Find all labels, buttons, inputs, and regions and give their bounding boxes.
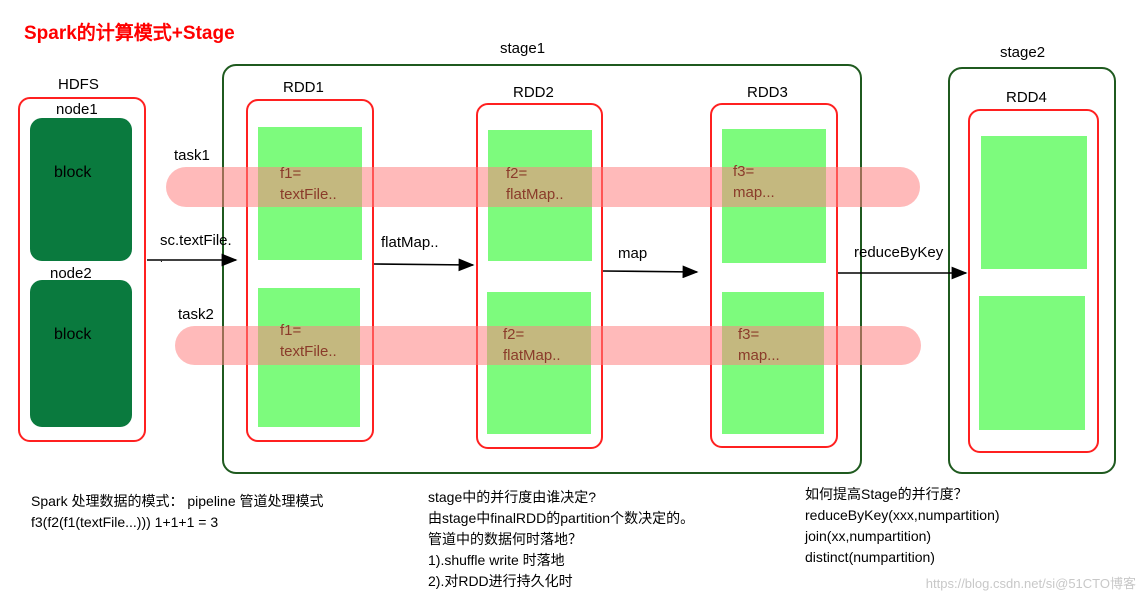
task2-f3-label: f3= map... <box>738 326 780 364</box>
reducebykey-edge-label: reduceByKey <box>854 244 944 261</box>
stage2-label: stage2 <box>1000 44 1046 61</box>
note-pipeline-formula: f3(f2(f1(textFile...))) 1+1+1 = 3 <box>31 514 219 530</box>
block-label: block <box>54 326 92 343</box>
rdd1-container <box>246 99 374 442</box>
note-parallelism-question: stage中的并行度由谁决定? <box>428 489 597 505</box>
stage1-container <box>222 64 862 474</box>
hdfs-block-node2: block <box>30 280 132 427</box>
textfile-edge-label: sc.textFile. <box>160 232 232 249</box>
task2-label: task2 <box>178 306 214 323</box>
rdd4-container <box>968 109 1099 453</box>
task1-f2-label: f2= flatMap.. <box>506 165 564 203</box>
note-persist-answer-1: 1).shuffle write 时落地 <box>428 552 565 568</box>
flatmap-edge-label: flatMap.. <box>381 234 439 251</box>
rdd2-label: RDD2 <box>513 84 554 101</box>
flatmap-arrow <box>373 258 475 272</box>
note-pipeline-mode: Spark 处理数据的模式： pipeline 管道处理模式 <box>31 493 324 509</box>
note-join: join(xx,numpartition) <box>805 528 932 544</box>
map-arrow <box>602 265 699 279</box>
rdd1-label: RDD1 <box>283 79 324 96</box>
watermark: https://blog.csdn.net/si@51CTO博客 <box>925 576 1136 591</box>
rdd4-label: RDD4 <box>1006 89 1047 106</box>
note-increase-parallelism: 如何提高Stage的并行度？ <box>805 486 968 502</box>
hdfs-container <box>18 97 146 442</box>
stage2-container <box>948 67 1116 474</box>
textfile-edge-dot: . <box>160 254 163 265</box>
note-distinct: distinct(numpartition) <box>805 549 935 565</box>
node2-label: node2 <box>50 265 92 282</box>
task2-pipeline-band <box>175 326 921 365</box>
rdd4-partition-1 <box>981 136 1087 269</box>
task1-f3-label: f3= map... <box>733 163 775 201</box>
node1-label: node1 <box>56 101 98 118</box>
rdd4-partition-2 <box>979 296 1085 430</box>
note-persist-answer-2: 2).对RDD进行持久化时 <box>428 573 573 589</box>
map-edge-label: map <box>618 245 648 262</box>
rdd3-label: RDD3 <box>747 84 788 101</box>
hdfs-block-node1: block <box>30 118 132 261</box>
task2-f1-label: f1= textFile.. <box>280 322 337 360</box>
block-label: block <box>54 164 92 181</box>
note-parallelism-answer: 由stage中finalRDD的partition个数决定的。 <box>428 510 695 526</box>
task1-label: task1 <box>174 147 210 164</box>
rdd3-container <box>710 103 838 448</box>
stage1-label: stage1 <box>500 40 546 57</box>
task1-f1-label: f1= textFile.. <box>280 165 337 203</box>
hdfs-label: HDFS <box>58 76 99 93</box>
note-persist-question: 管道中的数据何时落地？ <box>428 531 582 547</box>
task1-pipeline-band <box>166 167 920 207</box>
task2-f2-label: f2= flatMap.. <box>503 326 561 364</box>
diagram-title: Spark的计算模式+Stage <box>24 23 235 44</box>
note-reducebykey: reduceByKey(xxx,numpartition) <box>805 507 1000 523</box>
rdd2-container <box>476 103 603 449</box>
